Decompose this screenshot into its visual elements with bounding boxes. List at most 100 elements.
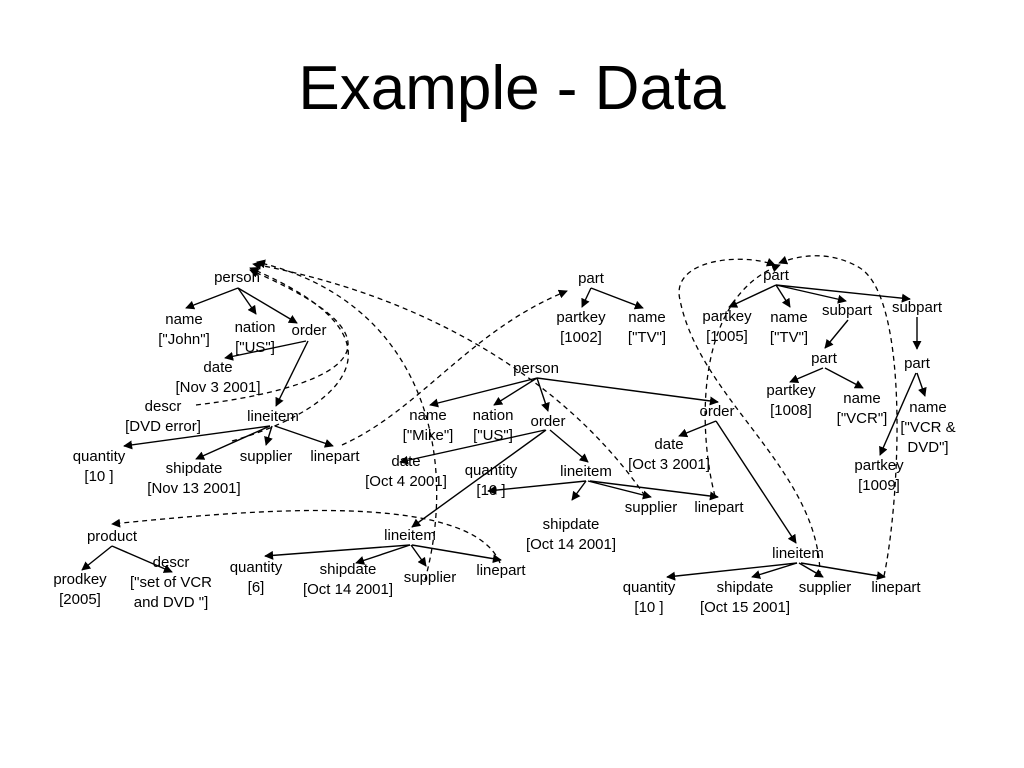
node-label-line: name <box>409 407 447 424</box>
node-label-line: descr <box>153 554 190 571</box>
edge-p1_person-to-p1_nation <box>237 287 257 315</box>
node-label-line: [2005] <box>59 591 101 608</box>
edge-p2_li1-to-p2_li1_ship <box>571 480 587 501</box>
node-label-line: order <box>699 403 734 420</box>
edge-product-to-prod_descr <box>111 545 173 573</box>
node-label-line: [Nov 3 2001] <box>175 379 260 396</box>
node-label-line: supplier <box>799 579 852 596</box>
node-p1-linepart: linepart <box>310 448 360 465</box>
edge-p2_order1-to-p2_li1 <box>549 429 589 463</box>
reference-p2_li1_sup-to-p1_person <box>252 261 646 497</box>
edge-p2_li1-to-p2_li1_lp <box>589 480 719 501</box>
node-label-line: [1005] <box>706 328 748 345</box>
node-p1-quantity: quantity [10 ] <box>73 448 126 485</box>
node-part3: part <box>811 350 838 367</box>
node-p2-person: person <box>513 360 559 377</box>
node-p2-li2-qty: quantity[6] <box>230 559 283 596</box>
reference-p2_li2_lp-to-product <box>111 509 501 564</box>
node-label-line: date <box>391 453 420 470</box>
edge-p2_order1-to-p2_date1 <box>399 429 546 465</box>
edge-part2_sub1-to-part3 <box>824 319 849 349</box>
edge-p2_order1-to-p2_li2 <box>411 429 547 528</box>
node-p2-li2-ship: shipdate[Oct 14 2001] <box>303 561 393 598</box>
edge-part2-to-part2_sub1 <box>775 284 847 304</box>
node-label-line: supplier <box>404 569 457 586</box>
edge-part4-to-part4_partkey <box>879 372 917 456</box>
node-label-line: [10 ] <box>84 468 113 485</box>
node-label-line: [Oct 14 2001] <box>526 536 616 553</box>
node-label-line: ["John"] <box>158 331 210 348</box>
node-label-line: nation <box>235 319 276 336</box>
node-label-line: date <box>654 436 683 453</box>
node-label-line: shipdate <box>543 516 600 533</box>
edge-part2-to-part2_sub2 <box>775 284 911 303</box>
node-p1-person: person <box>214 269 260 286</box>
node-p2-li2-lp: linepart <box>476 562 526 579</box>
node-p2-li3: lineitem <box>772 545 824 562</box>
node-p1-order: order <box>291 322 326 339</box>
edge-part2-to-part2_partkey <box>728 284 777 308</box>
node-label-line: [6] <box>248 579 265 596</box>
reference-p1_linepart-to-part1 <box>341 289 568 446</box>
edge-p2_order2-to-p2_date2 <box>678 420 717 438</box>
node-p2-li2: lineitem <box>384 527 436 544</box>
node-label-line: subpart <box>822 302 873 319</box>
edge-part1-to-part1_name <box>590 287 644 310</box>
node-part3-partkey: partkey[1008] <box>766 382 816 419</box>
edge-p2_li1-to-p2_li1_sup <box>587 480 652 500</box>
edge-part3-to-part3_partkey <box>789 367 824 383</box>
node-part2-sub2: subpart <box>892 299 943 316</box>
node-p2-li1-ship: shipdate [Oct 14 2001] <box>526 516 616 553</box>
node-label-line: [1008] <box>770 402 812 419</box>
node-label-line: subpart <box>892 299 943 316</box>
node-p2-order1: order <box>530 413 565 430</box>
node-label-line: order <box>291 322 326 339</box>
node-part4-partkey: partkey[1009] <box>854 457 904 494</box>
node-label-line: lineitem <box>772 545 824 562</box>
node-p2-order2: order <box>699 403 734 420</box>
edge-p2_li2-to-p2_li2_qty <box>264 544 411 560</box>
edge-part1-to-part1_partkey <box>581 287 592 308</box>
node-p1-supplier: supplier <box>240 448 293 465</box>
node-p2-li1-qty: quantity[10 ] <box>465 462 518 499</box>
edge-p1_lineitem-to-p1_shipdate <box>195 425 271 460</box>
reference-p2_li3_sup-to-part2 <box>678 257 821 577</box>
edge-part2-to-part2_name <box>775 284 791 308</box>
reference-p1_descr-to-p1_person <box>195 269 349 406</box>
node-label-line: partkey <box>854 457 904 474</box>
edge-p1_lineitem-to-p1_linepart <box>274 425 334 448</box>
node-label-line: shipdate <box>320 561 377 578</box>
node-p2-li1: lineitem <box>560 463 612 480</box>
edge-product-to-prodkey <box>81 545 113 571</box>
node-part1: part <box>578 270 605 287</box>
node-p2-li1-sup: supplier <box>625 499 678 516</box>
node-label-line: name <box>628 309 666 326</box>
edge-p2_order2-to-p2_li3 <box>715 420 797 544</box>
edge-part3-to-part3_name <box>824 367 864 389</box>
node-label-line: quantity <box>73 448 126 465</box>
node-label-line: person <box>513 360 559 377</box>
edge-p2_person-to-p2_order1 <box>536 377 550 412</box>
node-part1-partkey: partkey[1002] <box>556 309 606 346</box>
node-label-line: part <box>811 350 838 367</box>
node-part4: part <box>904 355 931 372</box>
node-label-line: lineitem <box>384 527 436 544</box>
node-p1-lineitem: lineitem <box>247 408 299 425</box>
node-label-line: linepart <box>476 562 526 579</box>
node-label-line: supplier <box>625 499 678 516</box>
node-p2-date1: date[Oct 4 2001] <box>365 453 447 490</box>
node-label-line: DVD"] <box>907 439 948 456</box>
node-prodkey: prodkey [2005] <box>53 571 107 608</box>
node-label-line: name <box>770 309 808 326</box>
node-label-line: and DVD "] <box>134 594 209 611</box>
node-label-line: ["TV"] <box>628 329 666 346</box>
edge-p1_person-to-p1_order <box>237 287 298 324</box>
node-label-line: prodkey <box>53 571 107 588</box>
edge-p2_li3-to-p2_li3_qty <box>666 562 798 581</box>
edge-p1_order-to-p1_date <box>224 340 307 361</box>
edge-part4-to-part4_name <box>916 372 927 397</box>
node-label-line: ["Mike"] <box>403 427 454 444</box>
edge-p2_person-to-p2_order2 <box>536 377 719 406</box>
node-p2-nation: nation["US"] <box>473 407 514 444</box>
